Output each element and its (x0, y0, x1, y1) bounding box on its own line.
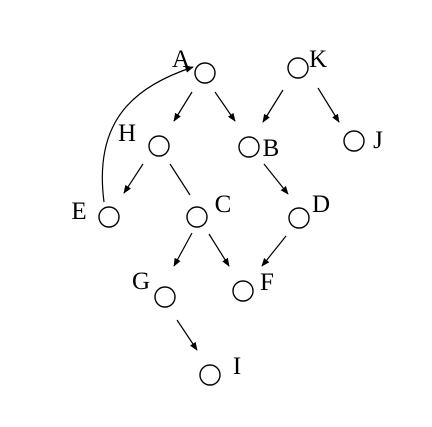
edge-c-to-f (208, 233, 230, 267)
edge-k-to-b (262, 89, 284, 123)
node-label-g: G (132, 268, 150, 295)
node-e: E (71, 198, 120, 228)
edge-d-to-f (261, 235, 287, 267)
edge-a-to-h (173, 91, 193, 122)
edge-h-to-e (123, 163, 144, 194)
edge-c-to-g (173, 232, 193, 267)
node-label-d: D (312, 191, 330, 218)
node-label-k: K (309, 46, 327, 73)
node-label-b: B (263, 135, 280, 162)
node-circle-k (287, 57, 309, 79)
nodes-layer: A K H B J E C D G F I (71, 46, 383, 386)
node-j: J (343, 127, 383, 154)
edge-b-to-d (263, 163, 289, 195)
node-label-h: H (118, 120, 136, 147)
node-circle-j (343, 130, 365, 152)
node-circle-f (232, 280, 254, 302)
node-label-a: A (172, 46, 190, 73)
node-label-e: E (71, 198, 86, 225)
node-c: C (186, 191, 232, 228)
edge-e-to-a (101, 66, 194, 203)
node-circle-a (194, 62, 216, 84)
node-circle-e (98, 206, 120, 228)
node-f: F (232, 269, 274, 302)
node-k: K (287, 46, 327, 79)
node-i: I (199, 353, 241, 386)
node-label-c: C (215, 191, 232, 218)
node-circle-i (199, 364, 221, 386)
node-circle-c (186, 206, 208, 228)
edge-g-to-i (176, 319, 198, 351)
edge-a-to-b (214, 91, 236, 122)
node-circle-h (148, 135, 170, 157)
node-circle-g (154, 286, 176, 308)
node-circle-b (238, 136, 260, 158)
edges-layer (101, 66, 340, 351)
node-label-f: F (260, 269, 274, 296)
node-b: B (238, 135, 280, 162)
node-a: A (172, 46, 216, 84)
node-d: D (288, 191, 330, 229)
edge-k-to-j (317, 87, 340, 123)
node-label-i: I (233, 353, 241, 380)
node-g: G (132, 268, 176, 308)
node-circle-d (288, 207, 310, 229)
node-h: H (118, 120, 170, 157)
node-label-j: J (373, 127, 383, 154)
edge-h-to-c (169, 163, 191, 196)
